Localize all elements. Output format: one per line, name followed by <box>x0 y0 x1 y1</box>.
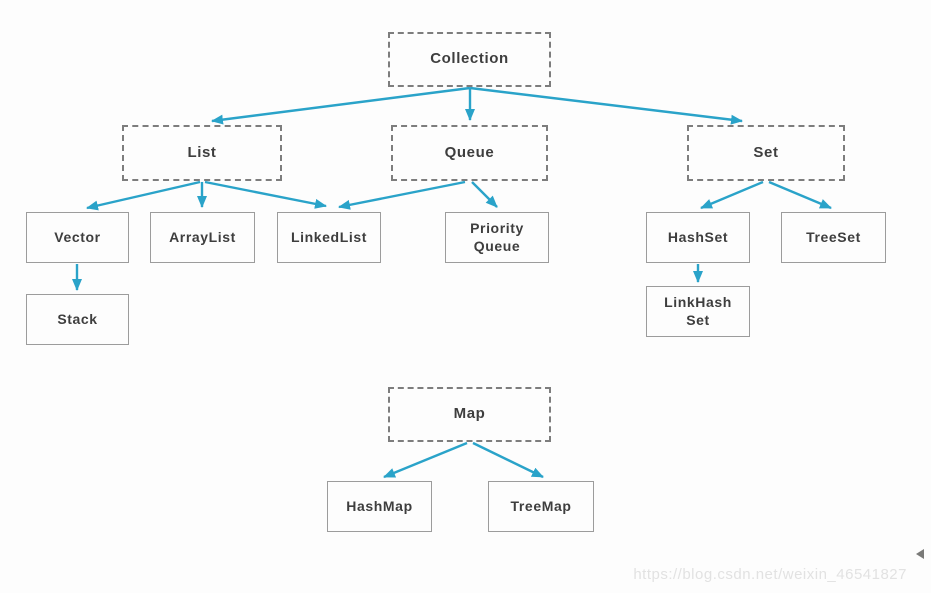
node-priorityqueue: Priority Queue <box>445 212 549 263</box>
node-linkedlist-label: LinkedList <box>290 228 367 245</box>
node-treeset-label: TreeSet <box>806 228 861 245</box>
node-treeset: TreeSet <box>781 212 886 263</box>
node-collection: Collection <box>388 32 551 87</box>
node-arraylist-label: ArrayList <box>169 228 236 245</box>
node-list-label: List <box>187 143 217 161</box>
node-linkhashset-label: LinkHash Set <box>664 294 732 328</box>
node-list: List <box>122 125 282 181</box>
connector-queue-linkedlist <box>338 180 466 210</box>
node-linkedlist: LinkedList <box>277 212 381 263</box>
node-stack-label: Stack <box>57 310 98 327</box>
node-collection-label: Collection <box>430 50 509 68</box>
connector-collection-list <box>211 86 471 125</box>
node-hashmap: HashMap <box>327 481 432 532</box>
node-linkhashset: LinkHash Set <box>646 286 750 337</box>
left-triangle-icon <box>916 549 924 559</box>
node-treemap: TreeMap <box>488 481 594 532</box>
node-stack: Stack <box>26 294 129 345</box>
connector-queue-priorityqueue <box>471 181 498 208</box>
node-map: Map <box>388 387 551 442</box>
node-set: Set <box>687 125 845 181</box>
node-priorityqueue-label: Priority Queue <box>470 220 524 254</box>
watermark-url: https://blog.csdn.net/weixin_46541827 <box>633 566 907 583</box>
node-vector-label: Vector <box>54 228 101 245</box>
node-set-label: Set <box>753 143 779 161</box>
node-hashset: HashSet <box>646 212 750 263</box>
connector-set-treeset <box>768 180 832 210</box>
node-map-label: Map <box>453 405 486 423</box>
connector-map-hashmap <box>383 441 468 479</box>
connector-list-linkedlist <box>204 180 327 209</box>
connector-map-treemap <box>472 441 544 479</box>
node-vector: Vector <box>26 212 129 263</box>
node-arraylist: ArrayList <box>150 212 255 263</box>
node-queue: Queue <box>391 125 548 181</box>
node-queue-label: Queue <box>444 143 495 161</box>
node-hashset-label: HashSet <box>667 228 729 245</box>
connector-set-hashset <box>700 180 764 210</box>
connector-list-vector <box>86 180 201 211</box>
node-treemap-label: TreeMap <box>510 497 572 514</box>
connector-collection-set <box>469 86 743 125</box>
node-hashmap-label: HashMap <box>346 497 413 514</box>
